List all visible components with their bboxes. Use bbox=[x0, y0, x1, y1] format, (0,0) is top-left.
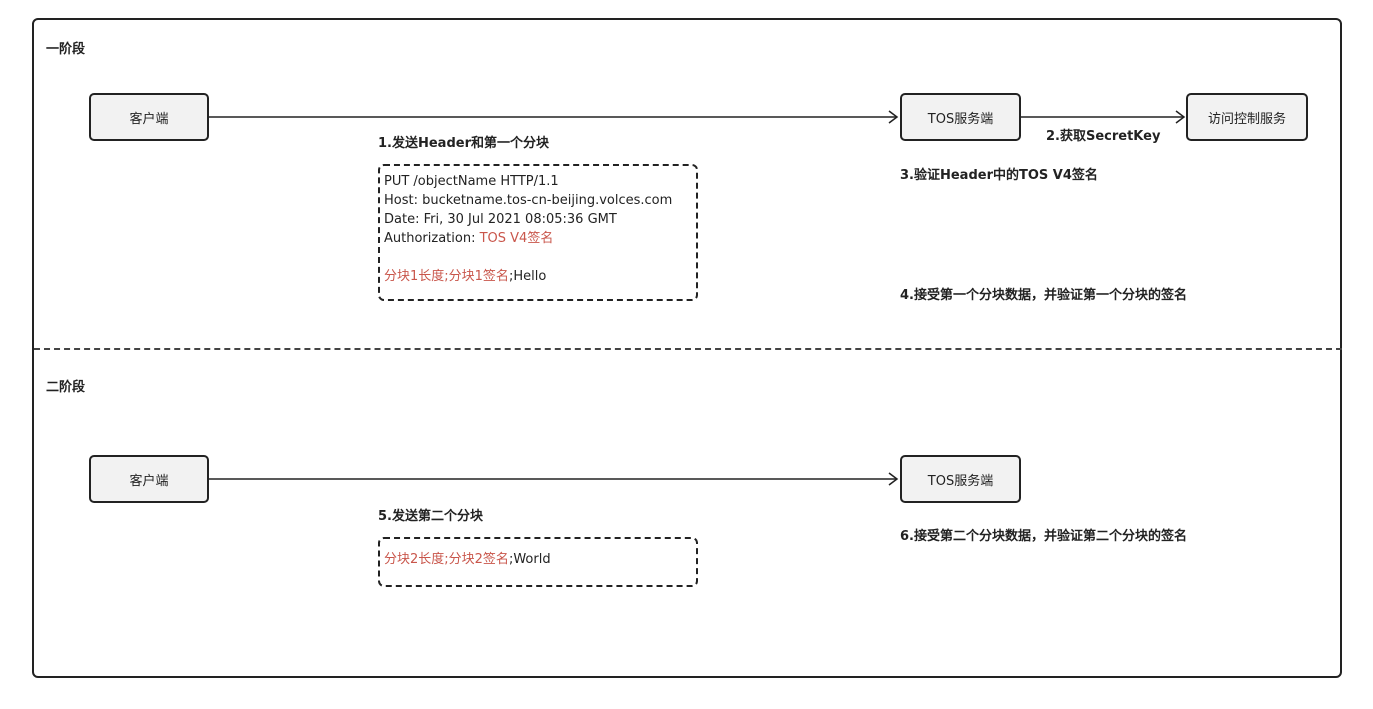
client-box-stage1: 客户端 bbox=[89, 93, 209, 141]
chunk2-line: 分块2长度;分块2签名;World bbox=[384, 550, 692, 569]
chunk1-line: 分块1长度;分块1签名;Hello bbox=[384, 267, 692, 286]
stage-divider bbox=[34, 348, 1342, 350]
tos-server-label: TOS服务端 bbox=[927, 111, 994, 127]
request-box-stage1: PUT /objectName HTTP/1.1 Host: bucketnam… bbox=[378, 164, 698, 301]
step2-label: 2.获取SecretKey bbox=[1046, 129, 1161, 144]
authorization-header: Authorization: TOS V4签名 bbox=[384, 229, 692, 248]
blank-line bbox=[384, 248, 692, 267]
host-header: Host: bucketname.tos-cn-beijing.volces.c… bbox=[384, 193, 673, 208]
step6-label: 6.接受第二个分块数据，并验证第二个分块的签名 bbox=[900, 529, 1187, 544]
tos-server-label: TOS服务端 bbox=[927, 473, 994, 489]
arrow-head-access-control bbox=[1175, 110, 1186, 124]
client-label: 客户端 bbox=[129, 111, 169, 127]
step4-label: 4.接受第一个分块数据，并验证第一个分块的签名 bbox=[900, 288, 1187, 303]
chunk1-meta: 分块1长度;分块1签名 bbox=[384, 269, 509, 284]
client-label: 客户端 bbox=[129, 473, 169, 489]
step3-label: 3.验证Header中的TOS V4签名 bbox=[900, 168, 1098, 183]
access-control-label: 访问控制服务 bbox=[1207, 111, 1286, 127]
step5-label: 5.发送第二个分块 bbox=[378, 509, 483, 524]
stage2-title: 二阶段 bbox=[46, 380, 86, 395]
step1-label: 1.发送Header和第一个分块 bbox=[378, 136, 549, 151]
tos-server-box-stage1: TOS服务端 bbox=[900, 93, 1021, 141]
authorization-label: Authorization: bbox=[384, 231, 480, 246]
chunk1-data: ;Hello bbox=[508, 269, 547, 284]
client-box-stage2: 客户端 bbox=[89, 455, 209, 503]
date-header: Date: Fri, 30 Jul 2021 08:05:36 GMT bbox=[384, 212, 617, 227]
chunk2-meta: 分块2长度;分块2签名 bbox=[384, 552, 509, 567]
request-box-stage2: 分块2长度;分块2签名;World bbox=[378, 537, 698, 587]
chunk2-data: ;World bbox=[508, 552, 551, 567]
authorization-value: TOS V4签名 bbox=[479, 231, 554, 246]
access-control-box: 访问控制服务 bbox=[1186, 93, 1308, 141]
arrow-head-server-stage1 bbox=[888, 110, 899, 124]
request-line: PUT /objectName HTTP/1.1 bbox=[384, 174, 559, 189]
arrow-head-server-stage2 bbox=[888, 472, 899, 486]
tos-server-box-stage2: TOS服务端 bbox=[900, 455, 1021, 503]
stage1-title: 一阶段 bbox=[46, 42, 86, 57]
